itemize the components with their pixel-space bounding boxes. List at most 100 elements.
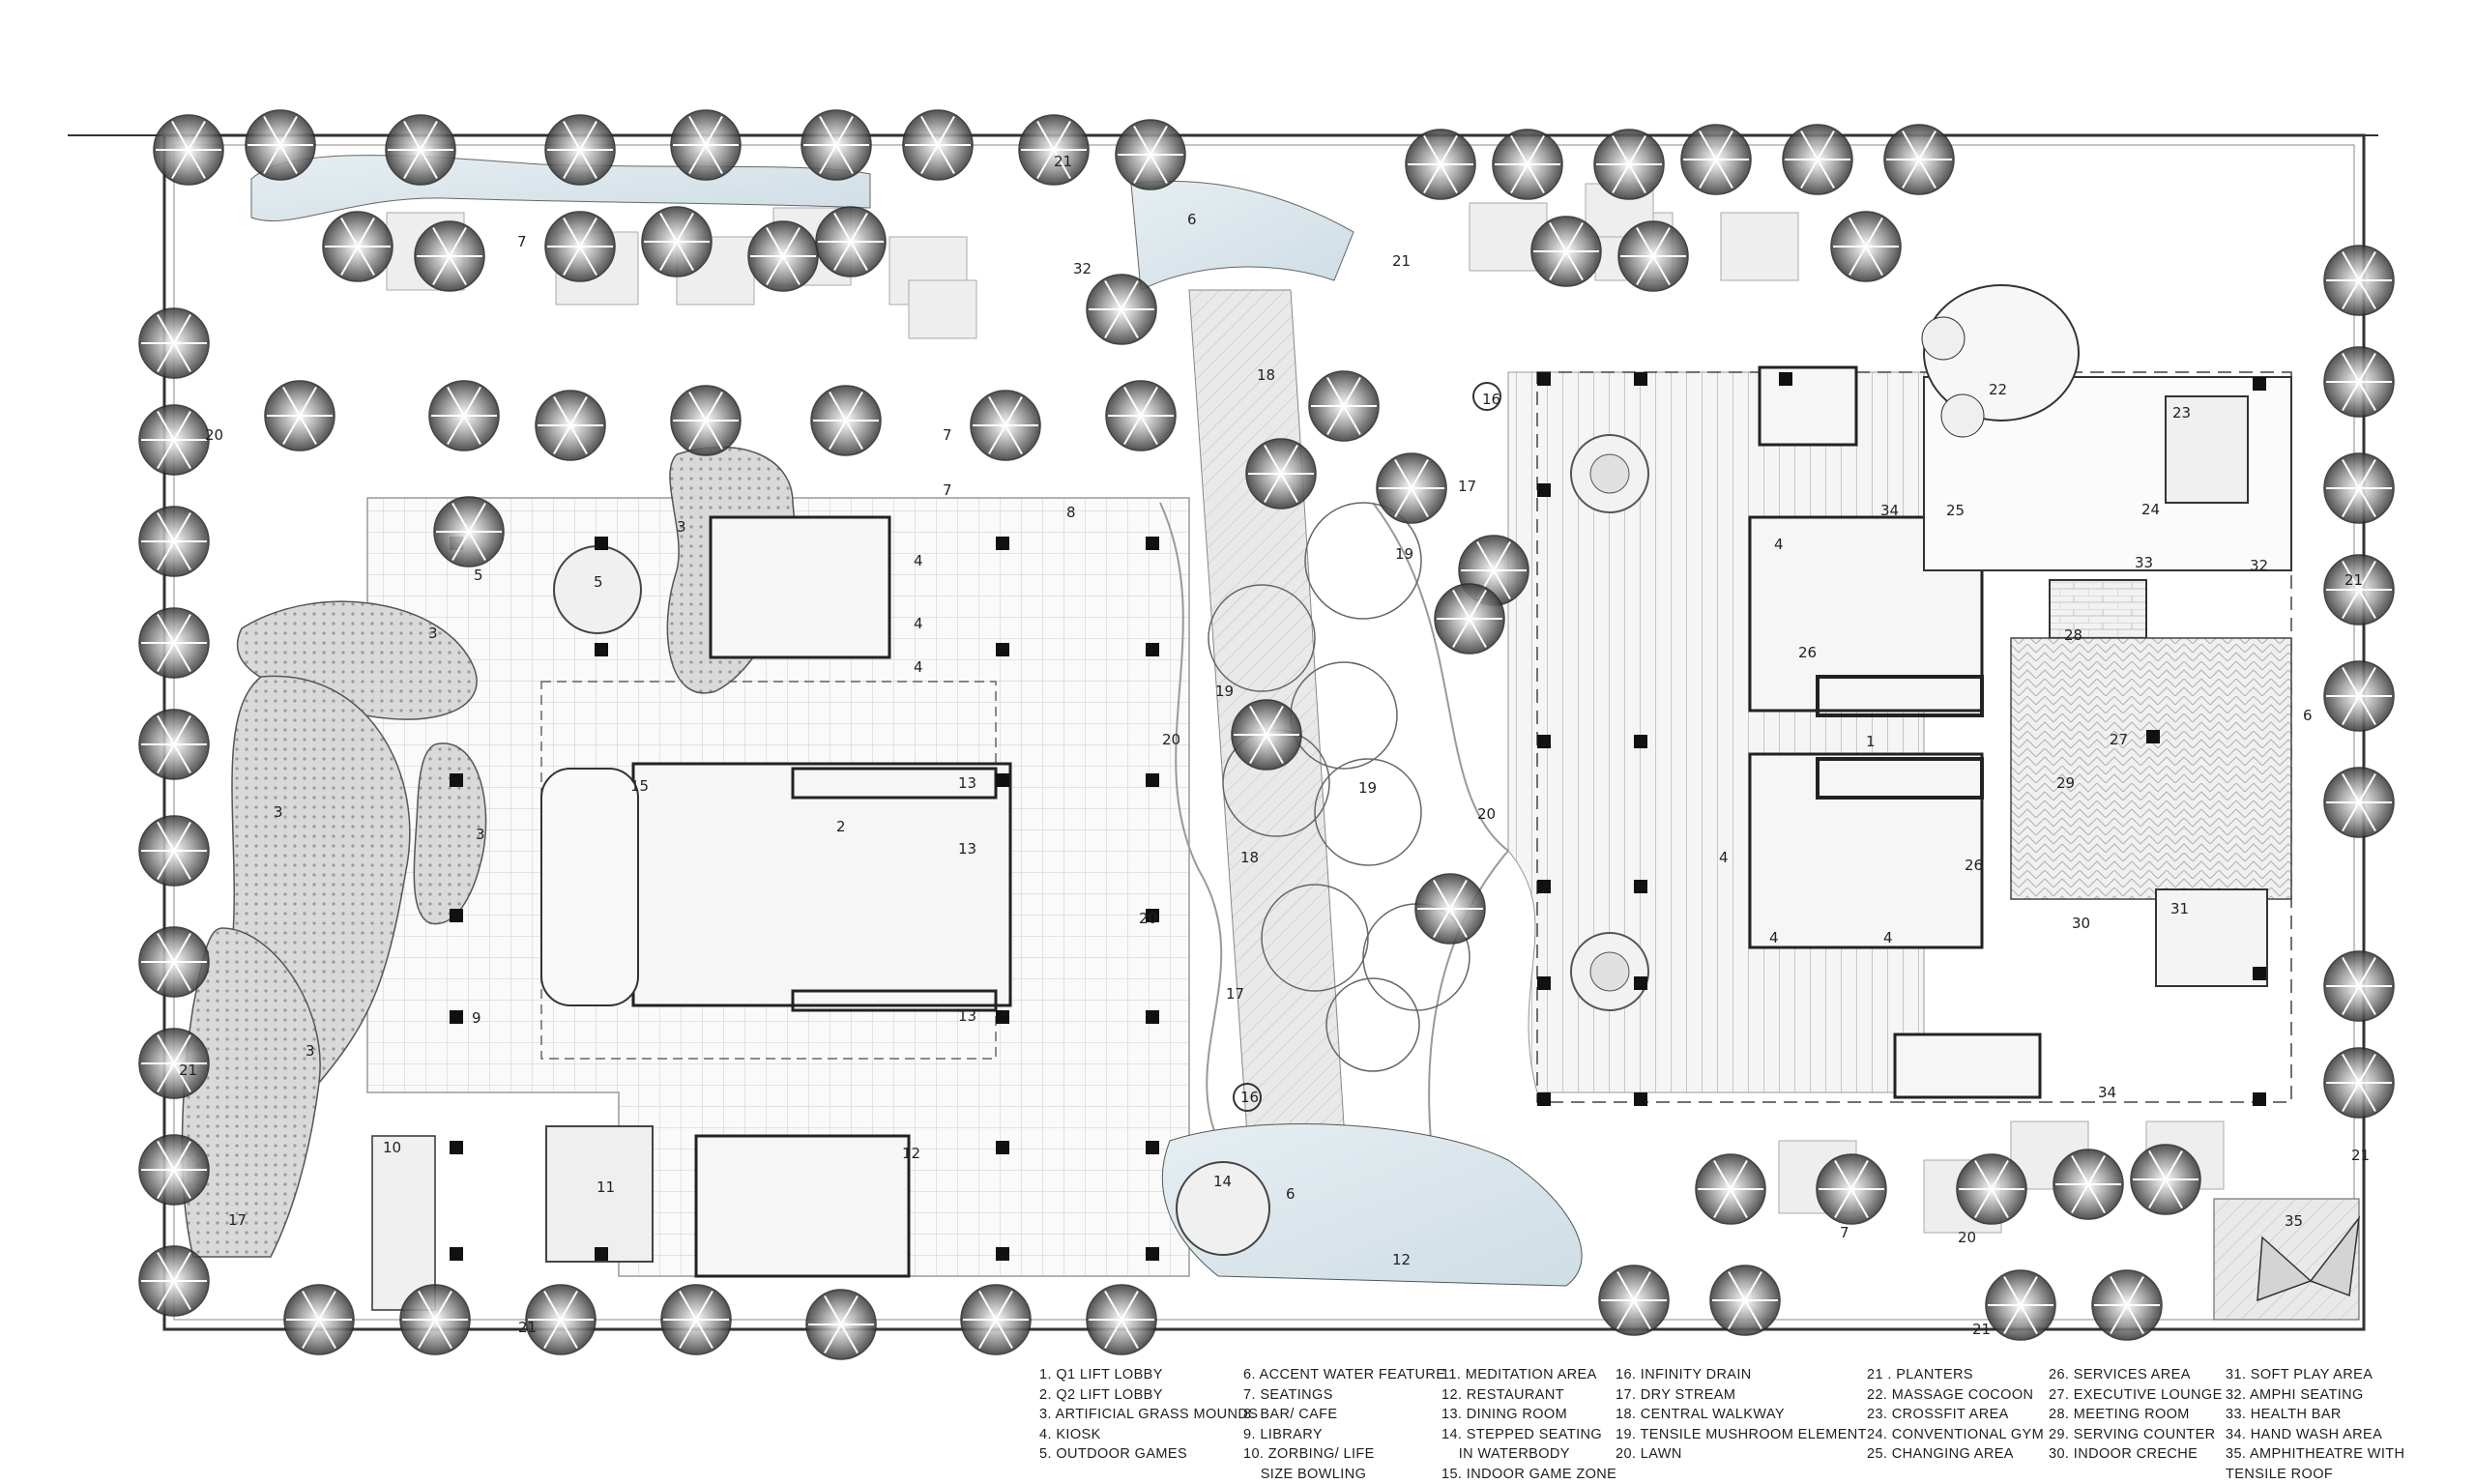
legend-item: IN WATERBODY: [1441, 1444, 1616, 1465]
label-18a: 18: [1257, 366, 1275, 384]
label-16a: 16: [1482, 391, 1500, 408]
label-4f: 4: [1883, 929, 1893, 946]
label-10: 10: [383, 1139, 401, 1156]
legend-item: 25. CHANGING AREA: [1867, 1444, 2049, 1465]
legend-item: 33. HEALTH BAR: [2226, 1405, 2419, 1425]
legend-item: 29. SERVING COUNTER: [2049, 1425, 2226, 1445]
label-26b: 26: [1965, 857, 1983, 874]
label-21d: 21: [179, 1062, 197, 1079]
legend-item: 15. INDOOR GAME ZONE: [1441, 1465, 1616, 1484]
label-21c: 21: [2344, 571, 2363, 589]
label-33: 33: [2135, 554, 2153, 571]
label-4d: 4: [1719, 849, 1729, 866]
label-12b: 12: [1392, 1251, 1411, 1268]
label-12a: 12: [902, 1145, 920, 1162]
label-20e: 20: [1958, 1229, 1976, 1246]
legend-item: 4. KIOSK: [1039, 1425, 1243, 1445]
legend-item: 20. LAWN: [1616, 1444, 1867, 1465]
label-20a: 20: [205, 426, 223, 444]
label-26a: 26: [1798, 644, 1817, 661]
label-20d: 20: [1477, 805, 1496, 823]
legend-item: 7. SEATINGS: [1243, 1385, 1441, 1406]
label-23: 23: [2172, 404, 2191, 422]
legend-item: 30. INDOOR CRECHE: [2049, 1444, 2226, 1465]
label-15: 15: [630, 777, 649, 795]
label-13c: 13: [958, 1007, 976, 1025]
label-3a: 3: [677, 518, 686, 536]
label-19a: 19: [1395, 545, 1413, 563]
legend-item: 14. STEPPED SEATING: [1441, 1425, 1616, 1445]
label-21g: 21: [2351, 1147, 2370, 1164]
label-6a: 6: [1187, 211, 1197, 228]
legend-item: 1. Q1 LIFT LOBBY: [1039, 1365, 1243, 1385]
legend-item: 19. TENSILE MUSHROOM ELEMENT: [1616, 1425, 1867, 1445]
legend-item: 18. CENTRAL WALKWAY: [1616, 1405, 1867, 1425]
label-16b: 16: [1240, 1089, 1259, 1106]
legend-column-1: 1. Q1 LIFT LOBBY 2. Q2 LIFT LOBBY 3. ART…: [1039, 1365, 1243, 1467]
label-4e: 4: [1769, 929, 1779, 946]
legend-item: 10. ZORBING/ LIFE: [1243, 1444, 1441, 1465]
label-7a: 7: [517, 233, 527, 250]
label-34a: 34: [1880, 502, 1899, 519]
legend-item: 17. DRY STREAM: [1616, 1385, 1867, 1406]
label-21f: 21: [1972, 1321, 1991, 1338]
legend-item: 35. AMPHITHEATRE WITH: [2226, 1444, 2419, 1465]
label-5b: 5: [594, 573, 603, 591]
label-3b: 3: [428, 625, 438, 642]
label-9: 9: [472, 1009, 481, 1027]
label-14: 14: [1213, 1173, 1232, 1190]
bowling-lane: [372, 1136, 435, 1310]
label-25: 25: [1946, 502, 1965, 519]
label-28: 28: [2064, 626, 2082, 644]
legend-item: TENSILE ROOF: [2226, 1465, 2419, 1484]
legend-item: 22. MASSAGE COCOON: [1867, 1385, 2049, 1406]
legend-item: SIZE BOWLING: [1243, 1465, 1441, 1484]
legend-column-7: 31. SOFT PLAY AREA 32. AMPHI SEATING 33.…: [2226, 1365, 2419, 1467]
label-21b: 21: [1392, 252, 1411, 270]
label-5a: 5: [474, 567, 483, 584]
legend-item: 3. ARTIFICIAL GRASS MOUNDS: [1039, 1405, 1243, 1425]
legend-item: 31. SOFT PLAY AREA: [2226, 1365, 2419, 1385]
legend-item: 13. DINING ROOM: [1441, 1405, 1616, 1425]
label-4a: 4: [914, 552, 923, 569]
label-32a: 32: [1073, 260, 1092, 277]
legend-item: 6. ACCENT WATER FEATURE: [1243, 1365, 1441, 1385]
label-18b: 18: [1240, 849, 1259, 866]
label-6c: 6: [2303, 707, 2313, 724]
label-7c: 7: [943, 481, 952, 499]
label-21e: 21: [518, 1319, 537, 1336]
label-29: 29: [2056, 774, 2075, 792]
legend-column-5: 21 . PLANTERS 22. MASSAGE COCOON 23. CRO…: [1867, 1365, 2049, 1467]
label-2: 2: [836, 818, 846, 835]
legend-item: 34. HAND WASH AREA: [2226, 1425, 2419, 1445]
label-32b: 32: [2250, 557, 2268, 574]
legend-column-6: 26. SERVICES AREA 27. EXECUTIVE LOUNGE 2…: [2049, 1365, 2226, 1467]
legend-item: 11. MEDITATION AREA: [1441, 1365, 1616, 1385]
legend-item: 8. BAR/ CAFE: [1243, 1405, 1441, 1425]
legend-item: 24. CONVENTIONAL GYM: [1867, 1425, 2049, 1445]
label-20b: 20: [1162, 731, 1180, 748]
legend-item: 9. LIBRARY: [1243, 1425, 1441, 1445]
label-35: 35: [2285, 1212, 2303, 1230]
label-19b: 19: [1215, 683, 1234, 700]
legend-item: 21 . PLANTERS: [1867, 1365, 2049, 1385]
legend-item: 28. MEETING ROOM: [2049, 1405, 2226, 1425]
legend-item: 12. RESTAURANT: [1441, 1385, 1616, 1406]
label-17c: 17: [228, 1211, 247, 1229]
label-17a: 17: [1458, 478, 1476, 495]
label-6b: 6: [1286, 1185, 1296, 1203]
label-8: 8: [1066, 504, 1076, 521]
legend-item: 2. Q2 LIFT LOBBY: [1039, 1385, 1243, 1406]
label-21a: 21: [1054, 153, 1072, 170]
legend-column-4: 16. INFINITY DRAIN 17. DRY STREAM 18. CE…: [1616, 1365, 1867, 1467]
legend-column-3: 11. MEDITATION AREA 12. RESTAURANT 13. D…: [1441, 1365, 1616, 1467]
legend-item: 5. OUTDOOR GAMES: [1039, 1444, 1243, 1465]
label-19c: 19: [1358, 779, 1377, 797]
label-4g: 4: [1774, 536, 1784, 553]
legend-item: 23. CROSSFIT AREA: [1867, 1405, 2049, 1425]
label-22: 22: [1989, 381, 2007, 398]
label-3d: 3: [476, 826, 485, 843]
label-24: 24: [2141, 501, 2160, 518]
